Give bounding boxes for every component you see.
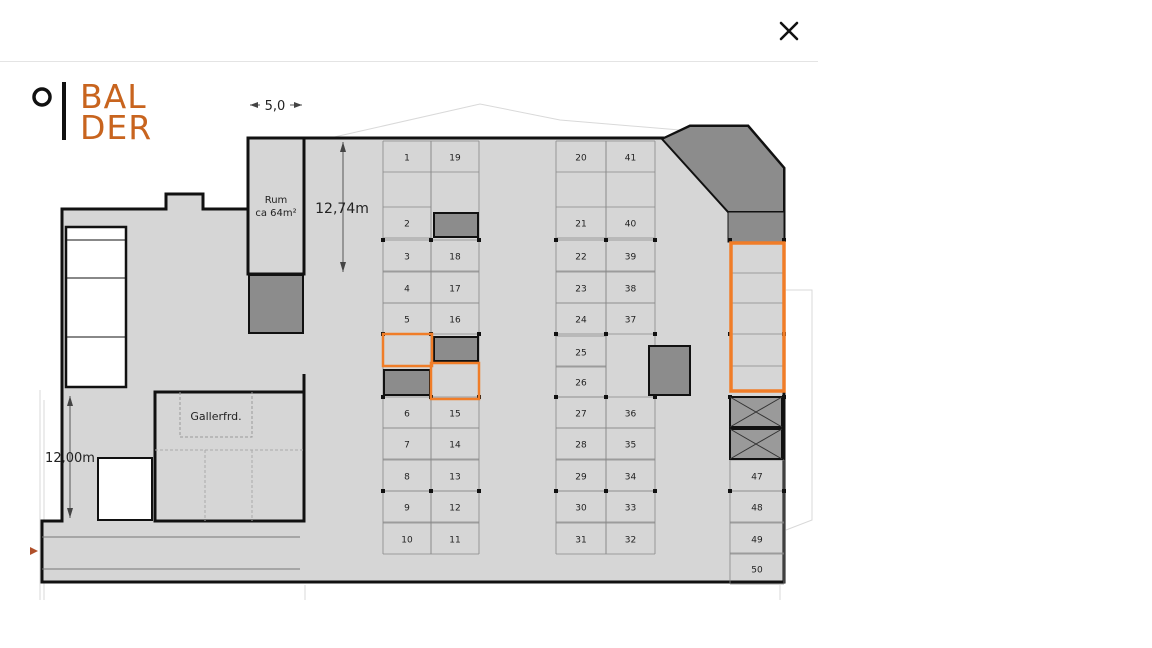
space-number: 25 — [575, 349, 586, 359]
svg-text:Gallerfrd.: Gallerfrd. — [190, 410, 241, 423]
dimension-top: 5,0 — [250, 96, 302, 114]
space-number: 8 — [404, 473, 410, 483]
space-number: 29 — [575, 473, 587, 483]
space-number: 3 — [404, 253, 410, 263]
space-number: 47 — [751, 473, 762, 483]
space-number: 28 — [575, 441, 587, 451]
svg-text:12,00m: 12,00m — [45, 451, 95, 466]
space-number: 6 — [404, 410, 410, 420]
space-number: 35 — [625, 441, 636, 451]
space-number: 22 — [575, 253, 586, 263]
space-number: 18 — [449, 253, 461, 263]
space-number: 34 — [625, 473, 637, 483]
dimension-room-depth: 12,74m — [315, 142, 369, 272]
space-number: 48 — [751, 504, 763, 514]
space-number: 50 — [751, 566, 763, 576]
space-numbers: 1234567891019181716151413121120212223242… — [401, 154, 763, 576]
space-number: 16 — [449, 316, 461, 326]
space-number: 26 — [575, 379, 587, 389]
close-button[interactable] — [772, 14, 806, 48]
logo-line2: DER — [80, 108, 152, 147]
svg-text:12,74m: 12,74m — [315, 201, 369, 217]
space-number: 49 — [751, 536, 763, 546]
modal-header — [0, 0, 818, 62]
space-number: 13 — [449, 473, 460, 483]
space-number: 30 — [575, 504, 587, 514]
space-number: 2 — [404, 220, 410, 230]
space-number: 20 — [575, 154, 587, 164]
left-structure — [64, 225, 153, 521]
space-number: 39 — [625, 253, 637, 263]
space-number: 24 — [575, 316, 587, 326]
space-number: 15 — [449, 410, 460, 420]
space-number: 1 — [404, 154, 410, 164]
space-number: 41 — [625, 154, 636, 164]
space-number: 38 — [625, 285, 637, 295]
space-number: 7 — [404, 441, 410, 451]
room-area: ca 64m² — [255, 208, 296, 219]
space-number: 11 — [449, 536, 460, 546]
space-number: 14 — [449, 441, 461, 451]
room-name: Rum — [265, 195, 288, 206]
floor-plan-image: BAL DER Rum ca 64m² 5,0 12,74m 12,00m — [0, 62, 818, 648]
storage-room — [246, 136, 306, 276]
space-number: 37 — [625, 316, 636, 326]
space-number: 21 — [575, 220, 586, 230]
gallery-area: Gallerfrd. — [153, 374, 306, 523]
space-number: 10 — [401, 536, 413, 546]
highlighted-spaces[interactable] — [381, 241, 786, 401]
space-number: 17 — [449, 285, 460, 295]
entrance-lane — [30, 536, 300, 570]
space-number: 32 — [625, 536, 636, 546]
logo-line1: BAL — [80, 77, 147, 116]
svg-text:5,0: 5,0 — [265, 99, 286, 114]
space-number: 36 — [625, 410, 637, 420]
space-number: 40 — [625, 220, 637, 230]
space-number: 27 — [575, 410, 586, 420]
space-number: 12 — [449, 504, 460, 514]
balder-logo: BAL DER — [32, 77, 152, 147]
background-sketch — [39, 103, 813, 600]
close-icon — [779, 21, 799, 41]
space-number: 31 — [575, 536, 586, 546]
space-number: 5 — [404, 316, 410, 326]
dimension-left-depth: 12,00m — [45, 396, 95, 518]
space-number: 23 — [575, 285, 586, 295]
space-number: 9 — [404, 504, 410, 514]
space-number: 33 — [625, 504, 636, 514]
space-number: 19 — [449, 154, 461, 164]
space-number: 4 — [404, 285, 410, 295]
